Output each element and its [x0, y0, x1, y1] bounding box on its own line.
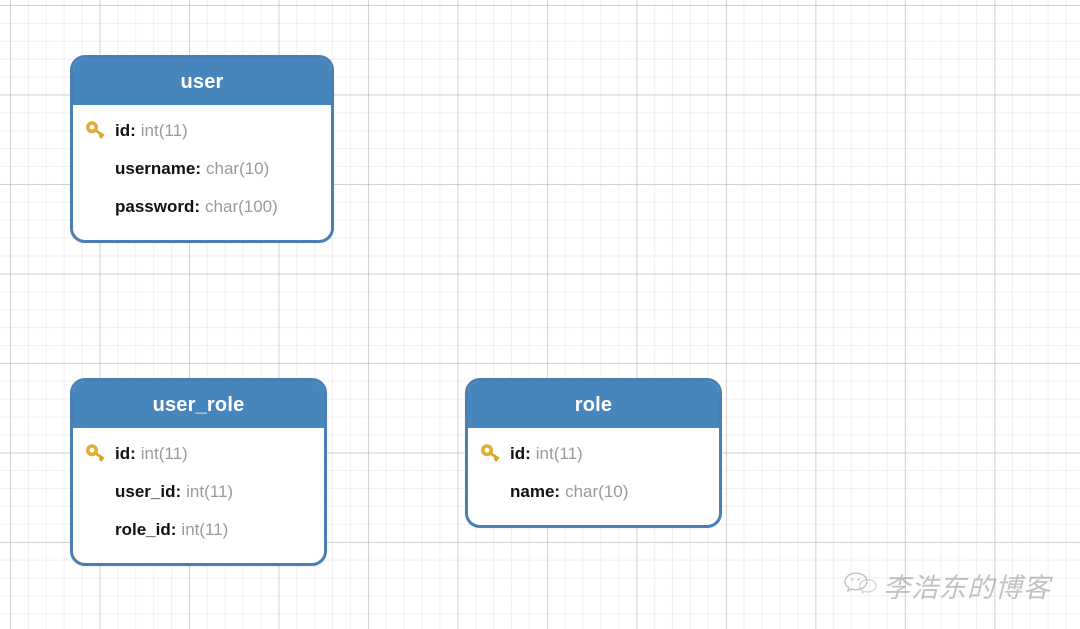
field-row[interactable]: role_id:int(11)	[73, 510, 324, 548]
field-type: int(11)	[140, 120, 188, 140]
field-colon: :	[130, 443, 136, 463]
field-type: int(11)	[140, 443, 188, 463]
key-icon	[85, 441, 115, 465]
watermark: 李浩东的博客	[843, 566, 1051, 605]
field-row[interactable]: username:char(10)	[73, 149, 331, 187]
field-text: id:int(11)	[115, 445, 188, 462]
field-colon: :	[170, 519, 177, 539]
field-row[interactable]: id:int(11)	[468, 434, 719, 472]
field-text: user_id:int(11)	[115, 483, 233, 500]
entity-fields-user-role: id:int(11) user_id:int(11) role_id:int(1…	[73, 428, 324, 556]
field-type: char(10)	[565, 481, 629, 501]
entity-title-text: role	[574, 393, 613, 416]
entity-title-user: user	[73, 58, 331, 105]
field-text: username:char(10)	[115, 160, 269, 177]
entity-table-user-role[interactable]: user_role id:int(11) user_id:int(11)	[70, 378, 327, 566]
field-text: password:char(100)	[115, 198, 278, 215]
key-slot-empty	[85, 156, 115, 180]
key-icon	[480, 441, 510, 465]
field-type: int(11)	[181, 519, 229, 539]
field-type: int(11)	[186, 481, 234, 501]
entity-title-text: user	[180, 70, 224, 93]
field-name: role_id	[115, 519, 171, 539]
field-colon: :	[130, 120, 136, 140]
entity-fields-user: id:int(11) username:char(10) password:ch…	[73, 105, 331, 233]
wechat-logo-icon	[843, 569, 877, 602]
field-row[interactable]: id:int(11)	[73, 111, 331, 149]
field-text: id:int(11)	[510, 445, 583, 462]
key-slot-empty	[85, 194, 115, 218]
entity-table-role[interactable]: role id:int(11) name:char(10)	[465, 378, 722, 528]
field-name: id	[115, 120, 131, 140]
field-type: char(100)	[205, 196, 278, 216]
field-name: user_id	[115, 481, 176, 501]
key-slot-empty	[85, 479, 115, 503]
entity-title-text: user_role	[152, 393, 245, 416]
key-slot-empty	[85, 517, 115, 541]
field-name: username	[115, 158, 196, 178]
field-text: id:int(11)	[115, 122, 188, 139]
field-name: name	[510, 481, 555, 501]
entity-title-role: role	[468, 381, 719, 428]
watermark-text: 李浩东的博客	[883, 573, 1051, 604]
field-colon: :	[525, 443, 531, 463]
key-slot-empty	[480, 479, 510, 503]
field-type: int(11)	[535, 443, 583, 463]
field-colon: :	[195, 158, 201, 178]
field-text: name:char(10)	[510, 483, 628, 500]
field-text: role_id:int(11)	[115, 521, 228, 538]
entity-table-user[interactable]: user id:int(11) username:char(10)	[70, 55, 334, 243]
field-colon: :	[175, 481, 182, 501]
field-row[interactable]: id:int(11)	[73, 434, 324, 472]
field-row[interactable]: name:char(10)	[468, 472, 719, 510]
field-colon: :	[554, 481, 561, 501]
field-type: char(10)	[206, 158, 270, 178]
field-name: password	[115, 196, 195, 216]
field-colon: :	[194, 196, 201, 216]
field-row[interactable]: user_id:int(11)	[73, 472, 324, 510]
key-icon	[85, 118, 115, 142]
field-name: id	[510, 443, 526, 463]
entity-title-user-role: user_role	[73, 381, 324, 428]
entity-fields-role: id:int(11) name:char(10)	[468, 428, 719, 518]
field-name: id	[115, 443, 131, 463]
field-row[interactable]: password:char(100)	[73, 187, 331, 225]
